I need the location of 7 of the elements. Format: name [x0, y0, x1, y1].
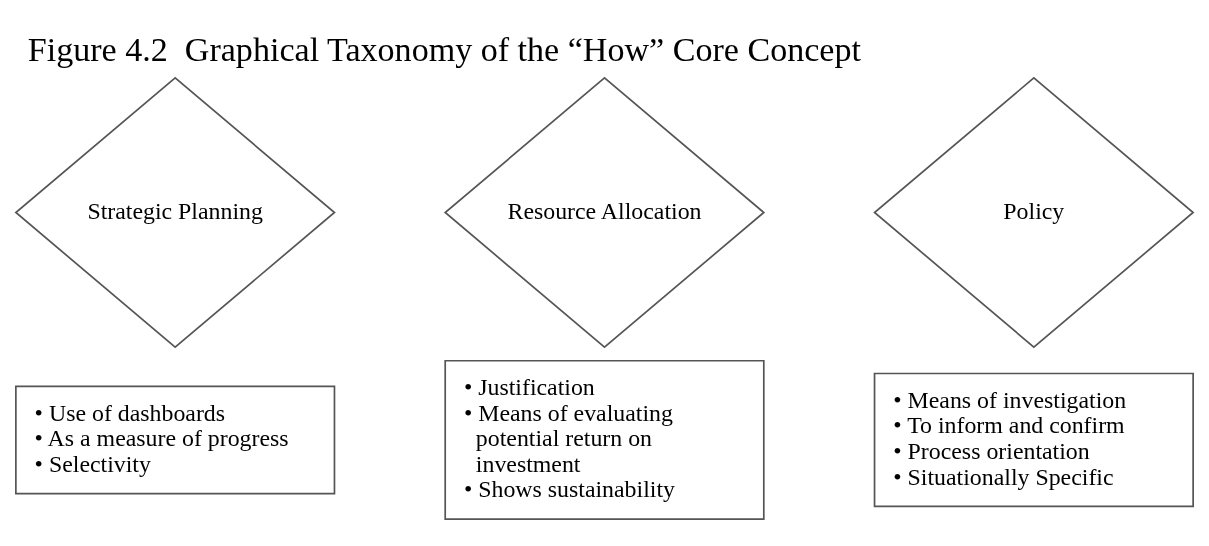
node-diamond: Strategic Planning [14, 76, 336, 349]
node-box: • Use of dashboards • As a measure of progress • Selectivity [15, 385, 336, 495]
node-diamond: Policy [873, 76, 1195, 349]
node-box: • Justification • Means of evaluating potential return on investment • Shows sustainability [444, 359, 765, 521]
diagram-title: Figure 4.2 Graphical Taxonomy of the “How” Core Concept [27, 30, 861, 68]
node-diamond: Resource Allocation [443, 76, 766, 349]
node-box: • Means of investigation • To inform and confirm • Process orientation • Situationally Specific [873, 372, 1194, 508]
